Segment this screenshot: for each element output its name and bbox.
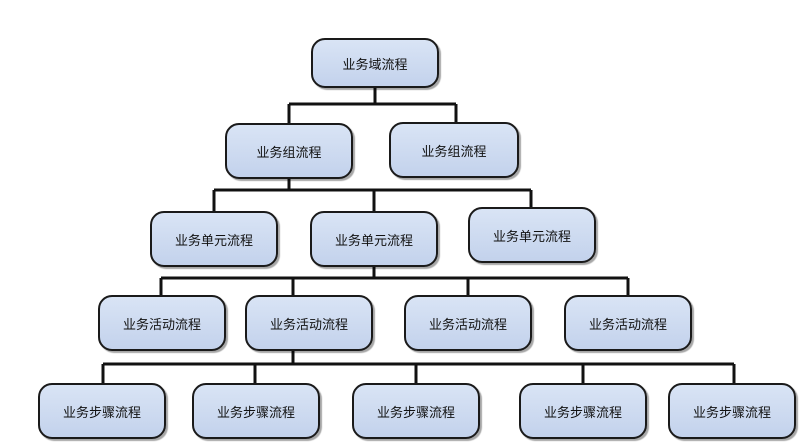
node-step-process-5: 业务步骤流程 (668, 383, 796, 439)
connector-activity-steps (101, 351, 736, 384)
node-activity-process-2: 业务活动流程 (245, 295, 373, 351)
connector-unit-activities (159, 266, 630, 296)
node-unit-process-1: 业务单元流程 (150, 211, 278, 267)
node-group-process-2: 业务组流程 (389, 122, 519, 178)
node-domain-process: 业务域流程 (311, 38, 439, 88)
node-unit-process-3: 业务单元流程 (468, 207, 596, 263)
node-activity-process-4: 业务活动流程 (564, 295, 692, 351)
node-activity-process-3: 业务活动流程 (404, 295, 532, 351)
node-unit-process-2: 业务单元流程 (310, 211, 438, 267)
node-step-process-2: 业务步骤流程 (192, 383, 320, 439)
node-step-process-4: 业务步骤流程 (519, 383, 647, 439)
node-activity-process-1: 业务活动流程 (98, 295, 226, 351)
node-step-process-3: 业务步骤流程 (352, 383, 480, 439)
connector-domain-groups (287, 86, 458, 124)
node-group-process-1: 业务组流程 (225, 123, 353, 179)
connector-group-units (212, 178, 533, 212)
node-step-process-1: 业务步骤流程 (38, 383, 166, 439)
